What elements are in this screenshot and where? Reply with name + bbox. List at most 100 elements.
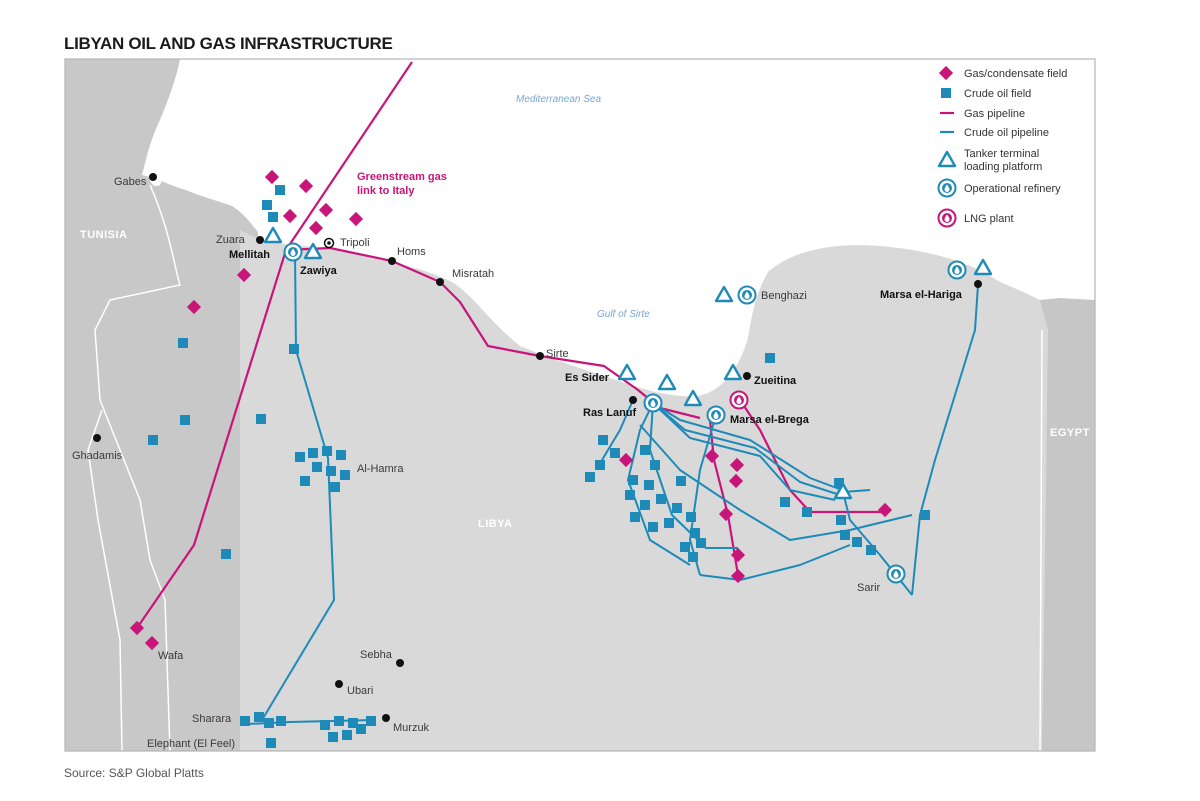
oil-pipeline-zawiya-south xyxy=(261,252,335,721)
crude-oil-field xyxy=(852,537,862,547)
crude-oil-field xyxy=(330,482,340,492)
sea-label-sirte: Gulf of Sirte xyxy=(597,309,650,320)
place-label-homs: Homs xyxy=(397,246,426,258)
crude-oil-field xyxy=(289,344,299,354)
country-label-tunisia: TUNISIA xyxy=(80,229,128,241)
country-label-egypt: EGYPT xyxy=(1050,427,1090,439)
place-label-ubari: Ubari xyxy=(347,685,373,697)
crude-oil-field xyxy=(322,446,332,456)
crude-oil-field xyxy=(866,545,876,555)
legend-gas-pipeline-label: Gas pipeline xyxy=(964,108,1025,120)
crude-oil-field xyxy=(680,542,690,552)
oil-pipeline-3 xyxy=(652,402,836,501)
crude-oil-field xyxy=(836,515,846,525)
place-label-misratah: Misratah xyxy=(452,268,494,280)
crude-oil-field xyxy=(320,720,330,730)
crude-oil-field xyxy=(664,518,674,528)
legend-refinery-label: Operational refinery xyxy=(964,183,1061,195)
crude-oil-field xyxy=(254,712,264,722)
legend-refinery-icon xyxy=(937,178,957,198)
country-border xyxy=(1039,329,1043,751)
legend-tanker-label-1: Tanker terminal xyxy=(964,148,1039,160)
country-label-libya: LIBYA xyxy=(478,518,513,530)
crude-oil-field xyxy=(340,470,350,480)
crude-oil-field xyxy=(765,353,775,363)
crude-oil-field xyxy=(312,462,322,472)
town-dot xyxy=(382,714,390,722)
country-border xyxy=(87,409,123,751)
oil-pipeline-8 xyxy=(699,544,851,581)
crude-oil-field xyxy=(366,716,376,726)
gas-field xyxy=(730,568,746,584)
place-label-benghazi: Benghazi xyxy=(761,290,807,302)
legend-lng-label: LNG plant xyxy=(964,213,1014,225)
gas-field xyxy=(318,202,334,218)
legend-gas-field-label: Gas/condensate field xyxy=(964,68,1067,80)
gas-pipeline-coastal xyxy=(285,246,701,420)
gas-field xyxy=(730,547,746,563)
town-dots xyxy=(93,173,982,722)
crude-oil-field xyxy=(598,435,608,445)
place-label-sharara: Sharara xyxy=(192,713,232,725)
oil-pipeline-sharara xyxy=(247,719,376,725)
gas-field xyxy=(729,457,745,473)
crude-oil-field xyxy=(276,716,286,726)
gas-field xyxy=(264,169,280,185)
town-dot xyxy=(388,257,396,265)
place-label-sebha: Sebha xyxy=(360,649,393,661)
gas-field xyxy=(704,448,720,464)
place-label-marsa-hariga: Marsa el-Hariga xyxy=(880,289,963,301)
crude-oil-field xyxy=(650,460,660,470)
crude-oil-field xyxy=(180,415,190,425)
refinery-icon xyxy=(886,564,906,584)
crude-oil-field xyxy=(240,716,250,726)
crude-oil-field xyxy=(920,510,930,520)
crude-oil-field xyxy=(610,448,620,458)
crude-oil-field xyxy=(328,732,338,742)
oil-pipeline-1 xyxy=(652,402,843,491)
gas-field xyxy=(728,473,744,489)
greenstream-label-line2: link to Italy xyxy=(357,185,415,197)
legend-oil-pipeline-label: Crude oil pipeline xyxy=(964,127,1049,139)
crude-oil-field xyxy=(264,718,274,728)
legend-lng-icon xyxy=(937,208,957,228)
place-label-zawiya: Zawiya xyxy=(300,265,338,277)
crude-oil-field xyxy=(840,530,850,540)
lng-plant-icon xyxy=(729,390,749,410)
place-label-murzuk: Murzuk xyxy=(393,722,430,734)
place-label-ghadamis: Ghadamis xyxy=(72,450,123,462)
legend-tanker-label-2: loading platform xyxy=(964,161,1042,173)
crude-oil-field xyxy=(686,512,696,522)
crude-oil-field xyxy=(148,435,158,445)
greenstream-label-line1: Greenstream gas xyxy=(357,171,447,183)
crude-oil-field xyxy=(178,338,188,348)
crude-oil-fields xyxy=(148,185,930,748)
gas-field xyxy=(718,506,734,522)
land-egypt xyxy=(1040,298,1095,751)
place-label-ras-lanuf: Ras Lanuf xyxy=(583,407,637,419)
gas-field xyxy=(236,267,252,283)
crude-oil-field xyxy=(326,466,336,476)
legend-crude-field-icon xyxy=(941,88,951,98)
town-dot xyxy=(436,278,444,286)
map-frame xyxy=(64,58,1096,752)
legend: Gas/condensate field Crude oil field Gas… xyxy=(937,65,1067,228)
gas-field xyxy=(308,220,324,236)
crude-oil-field xyxy=(595,460,605,470)
town-dot xyxy=(335,680,343,688)
crude-oil-field xyxy=(640,445,650,455)
crude-oil-field xyxy=(348,718,358,728)
oil-pipeline-2 xyxy=(652,402,841,496)
crude-oil-field xyxy=(672,503,682,513)
place-label-elephant: Elephant (El Feel) xyxy=(147,738,235,750)
crude-oil-field xyxy=(256,414,266,424)
oil-pipeline-9 xyxy=(601,399,634,461)
crude-oil-field xyxy=(275,185,285,195)
crude-oil-field xyxy=(625,490,635,500)
crude-oil-field xyxy=(336,450,346,460)
land-libya xyxy=(240,230,1095,751)
crude-oil-field xyxy=(802,507,812,517)
town-dot xyxy=(149,173,157,181)
legend-crude-field-label: Crude oil field xyxy=(964,88,1031,100)
